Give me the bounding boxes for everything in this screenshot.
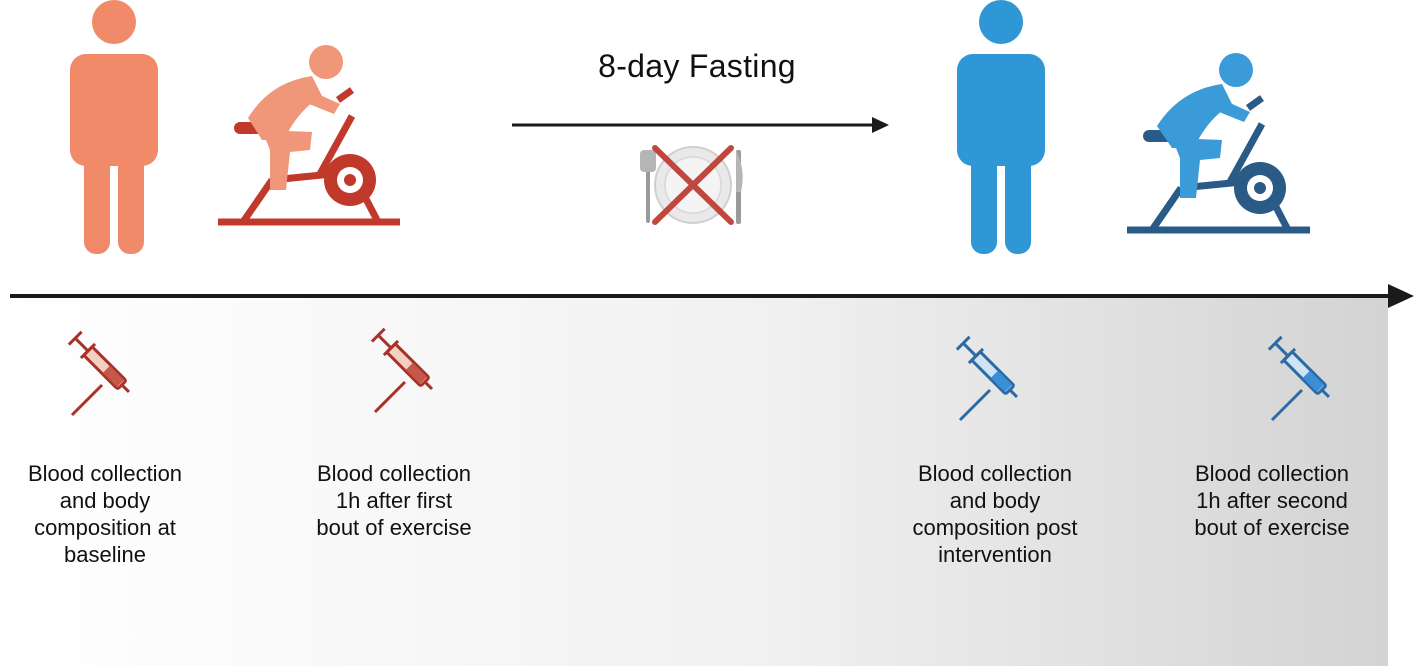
syringe-icon xyxy=(954,334,1026,422)
event-caption-first-exercise: Blood collection 1h after first bout of … xyxy=(316,461,472,540)
syringe-icon xyxy=(66,329,138,417)
event-caption-second-exercise: Blood collection 1h after second bout of… xyxy=(1194,461,1350,540)
syringe-icon xyxy=(1266,334,1338,422)
intervention-arrow xyxy=(512,117,889,133)
event-caption-baseline: Blood collection and body composition at… xyxy=(27,461,183,567)
person-post-icon xyxy=(957,0,1045,254)
cyclist-post-icon xyxy=(1127,53,1310,234)
no-food-plate-icon xyxy=(640,145,743,225)
syringe-icon xyxy=(369,326,441,414)
timeline-background xyxy=(0,296,1388,666)
timeline-arrow xyxy=(10,284,1414,308)
intervention-label: 8-day Fasting xyxy=(598,48,796,84)
person-baseline-icon xyxy=(70,0,158,254)
cyclist-baseline-icon xyxy=(218,45,400,226)
event-caption-post-intervention: Blood collection and body composition po… xyxy=(912,461,1078,567)
